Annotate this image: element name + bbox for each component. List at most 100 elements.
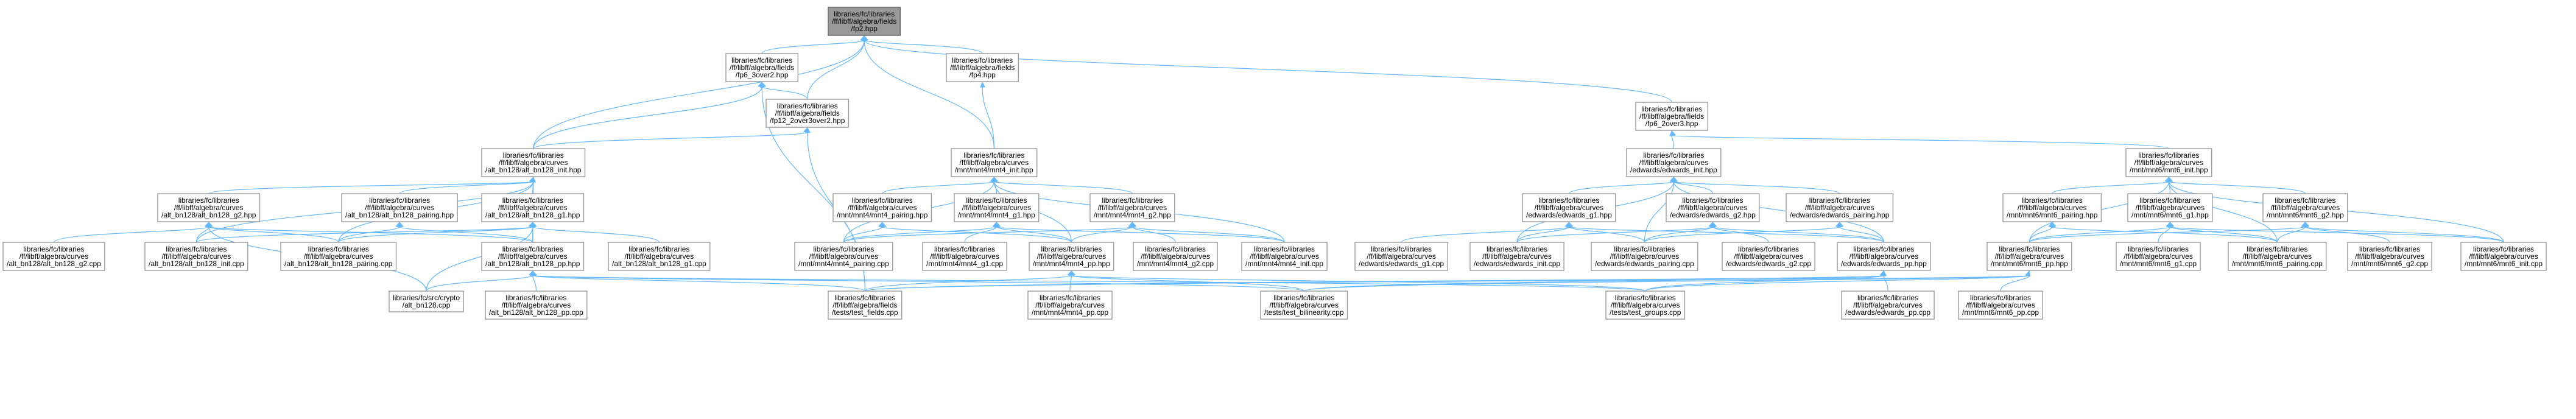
edge-line xyxy=(864,275,2030,292)
file-node-ed-g1-hpp[interactable]: libraries/fc/libraries/ff/libff/algebra/… xyxy=(1522,193,1616,222)
file-node-mnt6-pp-hpp[interactable]: libraries/fc/libraries/ff/libff/algebra/… xyxy=(1987,242,2072,271)
edge-line xyxy=(864,40,994,149)
node-label-line: /mnt/mnt6/mnt6_pp.cpp xyxy=(1962,308,2039,317)
edge-line xyxy=(1401,226,1569,243)
file-node-mnt6-init-cpp[interactable]: libraries/fc/libraries/ff/libff/algebra/… xyxy=(2460,242,2547,271)
file-node-crypto-bn-cpp[interactable]: libraries/fc/src/crypto/alt_bn128.cpp xyxy=(389,290,464,312)
node-label-line: libraries/fc/libraries xyxy=(502,196,563,205)
node-label-line: /edwards/edwards_pp.hpp xyxy=(1841,259,1927,268)
file-node-mnt4-pairing-cpp[interactable]: libraries/fc/libraries/ff/libff/algebra/… xyxy=(794,242,893,271)
node-label-line: libraries/fc/libraries xyxy=(1041,245,1102,253)
file-node-mnt6-pp-cpp[interactable]: libraries/fc/libraries/ff/libff/algebra/… xyxy=(1958,290,2043,320)
file-node-mnt6-pairing-cpp[interactable]: libraries/fc/libraries/ff/libff/algebra/… xyxy=(2228,242,2327,271)
node-label-line: /ff/libff/algebra/curves xyxy=(1482,252,1552,261)
file-node-ed-g2-hpp[interactable]: libraries/fc/libraries/ff/libff/algebra/… xyxy=(1666,193,1760,222)
file-node-ed-init-hpp[interactable]: libraries/fc/libraries/ff/libff/algebra/… xyxy=(1626,148,1722,177)
file-node-bn-g1-cpp[interactable]: libraries/fc/libraries/ff/libff/algebra/… xyxy=(608,242,711,271)
edge-line xyxy=(996,226,1285,243)
file-node-bn-g2-cpp[interactable]: libraries/fc/libraries/ff/libff/algebra/… xyxy=(2,242,105,271)
node-box xyxy=(1841,290,1935,320)
node-label-line: /mnt/mnt4/mnt4_g1.hpp xyxy=(958,211,1035,219)
file-node-bn-pairing-hpp[interactable]: libraries/fc/libraries/ff/libff/algebra/… xyxy=(341,193,458,222)
file-node-bn-pp-cpp[interactable]: libraries/fc/libraries/ff/libff/algebra/… xyxy=(485,290,588,320)
node-label-line: /fp12_2over3over2.hpp xyxy=(770,116,845,125)
node-label-line: /ff/libff/algebra/fields xyxy=(1639,112,1704,121)
edge-line xyxy=(1671,135,1674,149)
node-box xyxy=(608,242,711,271)
node-label-line: libraries/fc/libraries xyxy=(308,245,369,253)
node-label-line: /edwards/edwards_g2.hpp xyxy=(1670,211,1756,219)
file-node-mnt6-pairing-hpp[interactable]: libraries/fc/libraries/ff/libff/algebra/… xyxy=(2002,193,2102,222)
node-label-line: /mnt/mnt6/mnt6_g1.hpp xyxy=(2131,211,2209,219)
file-node-bn-g1-hpp[interactable]: libraries/fc/libraries/ff/libff/algebra/… xyxy=(481,193,585,222)
file-node-bn-pairing-cpp[interactable]: libraries/fc/libraries/ff/libff/algebra/… xyxy=(280,242,397,271)
file-node-test-groups-cpp[interactable]: libraries/fc/libraries/ff/libff/algebra/… xyxy=(1605,290,1686,320)
file-node-bn-g2-hpp[interactable]: libraries/fc/libraries/ff/libff/algebra/… xyxy=(157,193,261,222)
node-box xyxy=(954,193,1040,222)
file-node-ed-pairing-cpp[interactable]: libraries/fc/libraries/ff/libff/algebra/… xyxy=(1591,242,1698,271)
file-node-fp4-hpp[interactable]: libraries/fc/libraries/ff/libff/algebra/… xyxy=(946,53,1019,82)
file-node-test-fields-cpp[interactable]: libraries/fc/libraries/ff/libff/algebra/… xyxy=(828,290,903,320)
file-node-bn-pp-hpp[interactable]: libraries/fc/libraries/ff/libff/algebra/… xyxy=(481,242,585,271)
node-label-line: libraries/fc/libraries xyxy=(2138,151,2199,160)
node-label-line: /ff/libff/algebra/curves xyxy=(498,203,568,212)
file-node-ed-pp-cpp[interactable]: libraries/fc/libraries/ff/libff/algebra/… xyxy=(1841,290,1935,320)
file-node-fp6-3over2-hpp[interactable]: libraries/fc/libraries/ff/libff/algebra/… xyxy=(725,53,798,82)
file-node-test-bilinearity-cpp[interactable]: libraries/fc/libraries/ff/libff/algebra/… xyxy=(1260,290,1348,320)
node-label-line: /ff/libff/algebra/curves xyxy=(365,203,434,212)
edge-bn-g1-hpp-to-crypto-bn-cpp xyxy=(426,221,534,292)
edge-fp6-2over3-hpp-to-mnt6-init-hpp xyxy=(1670,130,2169,149)
edge-line xyxy=(1644,226,1713,243)
file-node-fp2-hpp[interactable]: libraries/fc/libraries/ff/libff/algebra/… xyxy=(828,7,901,36)
node-label-line: /ff/libff/algebra/curves xyxy=(1250,252,1319,261)
file-node-mnt4-pp-hpp[interactable]: libraries/fc/libraries/ff/libff/algebra/… xyxy=(1029,242,1114,271)
edge-line xyxy=(532,275,1646,292)
node-label-line: libraries/fc/libraries xyxy=(777,102,838,110)
file-node-mnt4-init-cpp[interactable]: libraries/fc/libraries/ff/libff/algebra/… xyxy=(1241,242,1328,271)
node-label-line: libraries/fc/libraries xyxy=(834,294,895,302)
edge-arrowhead xyxy=(881,221,887,228)
node-box xyxy=(794,242,893,271)
edge-arrowhead xyxy=(532,270,537,277)
file-node-mnt6-init-hpp[interactable]: libraries/fc/libraries/ff/libff/algebra/… xyxy=(2125,148,2212,177)
file-node-bn-init-hpp[interactable]: libraries/fc/libraries/ff/libff/algebra/… xyxy=(481,148,586,177)
edge-bn-g2-hpp-to-bn-g2-cpp xyxy=(53,221,209,243)
file-node-ed-g1-cpp[interactable]: libraries/fc/libraries/ff/libff/algebra/… xyxy=(1354,242,1448,271)
node-label-line: libraries/fc/libraries xyxy=(813,245,874,253)
file-node-mnt4-pp-cpp[interactable]: libraries/fc/libraries/ff/libff/algebra/… xyxy=(1027,290,1113,320)
node-box xyxy=(1241,242,1328,271)
edge-line xyxy=(1645,275,1884,292)
file-node-fp12-hpp[interactable]: libraries/fc/libraries/ff/libff/algebra/… xyxy=(765,99,850,128)
node-label-line: libraries/fc/libraries xyxy=(1970,294,2031,302)
node-label-line: /ff/libff/algebra/fields xyxy=(730,63,794,72)
edge-arrowhead xyxy=(208,221,213,228)
edge-line xyxy=(399,226,533,243)
file-node-ed-init-cpp[interactable]: libraries/fc/libraries/ff/libff/algebra/… xyxy=(1469,242,1564,271)
file-node-fp6-2over3-hpp[interactable]: libraries/fc/libraries/ff/libff/algebra/… xyxy=(1635,102,1708,131)
file-node-ed-g2-cpp[interactable]: libraries/fc/libraries/ff/libff/algebra/… xyxy=(1722,242,1815,271)
file-node-ed-pairing-hpp[interactable]: libraries/fc/libraries/ff/libff/algebra/… xyxy=(1786,193,1894,222)
file-node-mnt6-g1-cpp[interactable]: libraries/fc/libraries/ff/libff/algebra/… xyxy=(2116,242,2201,271)
file-node-mnt4-g2-cpp[interactable]: libraries/fc/libraries/ff/libff/algebra/… xyxy=(1133,242,1218,271)
node-box xyxy=(922,242,1007,271)
node-box xyxy=(481,242,585,271)
file-node-ed-pp-hpp[interactable]: libraries/fc/libraries/ff/libff/algebra/… xyxy=(1837,242,1931,271)
edge-line xyxy=(1131,226,1285,243)
file-node-bn-init-cpp[interactable]: libraries/fc/libraries/ff/libff/algebra/… xyxy=(144,242,248,271)
node-label-line: /tests/test_groups.cpp xyxy=(1610,308,1681,317)
edge-line xyxy=(1568,226,1884,243)
file-node-mnt4-g1-cpp[interactable]: libraries/fc/libraries/ff/libff/algebra/… xyxy=(922,242,1007,271)
file-node-mnt4-pairing-hpp[interactable]: libraries/fc/libraries/ff/libff/algebra/… xyxy=(832,193,932,222)
edge-line xyxy=(882,226,1072,243)
file-node-mnt6-g1-hpp[interactable]: libraries/fc/libraries/ff/libff/algebra/… xyxy=(2127,193,2213,222)
file-node-mnt4-g2-hpp[interactable]: libraries/fc/libraries/ff/libff/algebra/… xyxy=(1089,193,1175,222)
edge-arrowhead xyxy=(1712,221,1717,228)
node-label-line: libraries/fc/libraries xyxy=(505,294,566,302)
file-node-mnt4-g1-hpp[interactable]: libraries/fc/libraries/ff/libff/algebra/… xyxy=(954,193,1040,222)
node-box xyxy=(2460,242,2547,271)
edge-line xyxy=(208,181,534,194)
node-label-line: libraries/fc/libraries xyxy=(1857,294,1918,302)
file-node-mnt4-init-hpp[interactable]: libraries/fc/libraries/ff/libff/algebra/… xyxy=(951,148,1038,177)
file-node-mnt6-g2-cpp[interactable]: libraries/fc/libraries/ff/libff/algebra/… xyxy=(2347,242,2432,271)
file-node-mnt6-g2-hpp[interactable]: libraries/fc/libraries/ff/libff/algebra/… xyxy=(2262,193,2348,222)
